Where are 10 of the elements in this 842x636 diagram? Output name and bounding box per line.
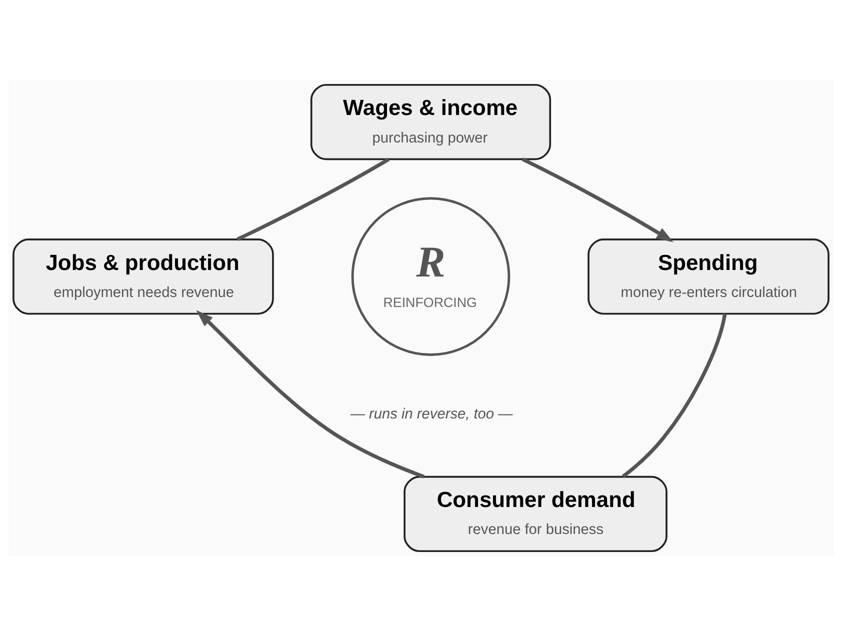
- arrow: [196, 310, 425, 478]
- node-box: Spending money re-enters circulation: [588, 238, 830, 315]
- node-box: Wages & income purchasing power: [310, 84, 552, 160]
- node-circle: R REINFORCING: [351, 197, 510, 356]
- arrow: [522, 158, 674, 242]
- node-box: Jobs & production employment needs revenue: [12, 238, 274, 315]
- connector: [236, 158, 390, 241]
- node-label: — runs in reverse, too —: [350, 406, 513, 422]
- node-box: Consumer demand revenue for business: [404, 476, 668, 552]
- connector: [622, 313, 727, 478]
